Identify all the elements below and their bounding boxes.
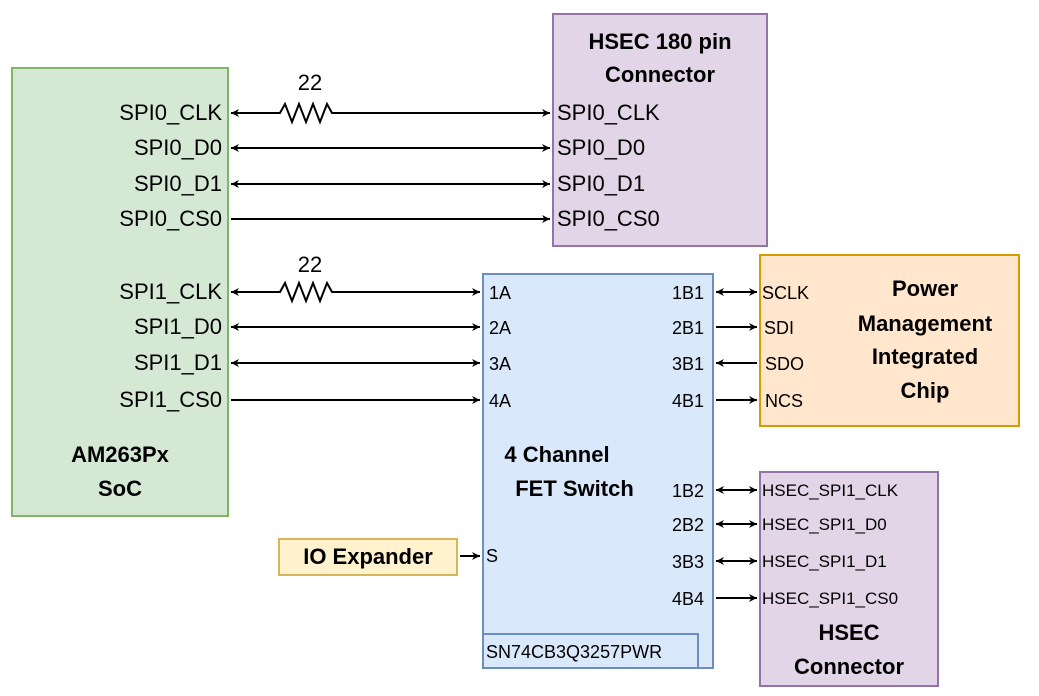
hsec180-pin-spi0-d0: SPI0_D0 bbox=[557, 135, 646, 160]
fet-pin-4b4: 4B4 bbox=[671, 589, 704, 609]
hsec-pin-spi1-clk: HSEC_SPI1_CLK bbox=[762, 481, 899, 500]
soc-title-line1: AM263Px bbox=[71, 442, 169, 467]
hsec180-title-line2: Connector bbox=[605, 62, 715, 87]
fet-pin-2b1: 2B1 bbox=[671, 318, 704, 338]
pmic-pin-ncs: NCS bbox=[765, 391, 804, 411]
fet-title-line1: 4 Channel bbox=[504, 442, 610, 467]
fet-pin-4a: 4A bbox=[489, 391, 512, 411]
fet-pin-3b3: 3B3 bbox=[671, 552, 704, 572]
soc-pin-spi0-d1: SPI0_D1 bbox=[133, 171, 222, 196]
hsec180-title-line1: HSEC 180 pin bbox=[588, 29, 732, 54]
hsec-title-line1: HSEC bbox=[818, 620, 880, 645]
fet-pin-4b1: 4B1 bbox=[671, 391, 704, 411]
fet-part-number-box bbox=[482, 633, 699, 669]
fet-part-number: SN74CB3Q3257PWR bbox=[486, 642, 663, 662]
io-expander-block bbox=[278, 538, 458, 576]
hsec-pin-spi1-cs0: HSEC_SPI1_CS0 bbox=[762, 589, 899, 608]
hsec-pin-spi1-d0: HSEC_SPI1_D0 bbox=[762, 515, 887, 534]
pmic-title-line4: Chip bbox=[900, 378, 950, 403]
fet-pin-1b2: 1B2 bbox=[671, 481, 704, 501]
soc-pin-spi0-clk: SPI0_CLK bbox=[119, 100, 222, 125]
hsec-pin-spi1-d1: HSEC_SPI1_D1 bbox=[762, 552, 887, 571]
pmic-title-line2: Management bbox=[857, 311, 993, 336]
resistor-spi0-value: 22 bbox=[297, 70, 323, 95]
spi1-clk-wire bbox=[231, 280, 480, 304]
io-expander-label: IO Expander bbox=[303, 544, 433, 569]
hsec180-pin-spi0-clk: SPI0_CLK bbox=[557, 100, 660, 125]
fet-pin-2b2: 2B2 bbox=[671, 515, 704, 535]
pmic-title-line3: Integrated bbox=[871, 344, 979, 369]
hsec180-pin-spi0-d1: SPI0_D1 bbox=[557, 171, 646, 196]
hsec-connector-block bbox=[759, 471, 939, 687]
pmic-pin-sdi: SDI bbox=[764, 318, 795, 338]
soc-pin-spi1-cs0: SPI1_CS0 bbox=[119, 387, 222, 412]
fet-pin-s: S bbox=[486, 546, 499, 566]
hsec-title-line2: Connector bbox=[794, 654, 904, 679]
fet-pin-3b1: 3B1 bbox=[671, 354, 704, 374]
soc-pin-spi1-clk: SPI1_CLK bbox=[119, 279, 222, 304]
spi0-clk-wire bbox=[231, 101, 550, 125]
pmic-pin-sdo: SDO bbox=[765, 354, 805, 374]
pmic-block bbox=[759, 254, 1020, 427]
fet-pin-1a: 1A bbox=[489, 283, 512, 303]
resistor-spi1-value: 22 bbox=[297, 252, 323, 277]
soc-pin-spi1-d0: SPI1_D0 bbox=[133, 314, 222, 339]
am263px-soc-block bbox=[11, 67, 229, 517]
soc-pin-spi0-d0: SPI0_D0 bbox=[133, 135, 222, 160]
soc-title-line2: SoC bbox=[98, 476, 142, 501]
pmic-title-line1: Power bbox=[891, 276, 959, 301]
fet-title-line2: FET Switch bbox=[515, 476, 634, 501]
soc-pin-spi1-d1: SPI1_D1 bbox=[133, 350, 222, 375]
fet-pin-1b1: 1B1 bbox=[671, 283, 704, 303]
pmic-pin-sclk: SCLK bbox=[762, 283, 810, 303]
hsec-180-pin-connector-block bbox=[552, 13, 768, 247]
fet-pin-3a: 3A bbox=[489, 354, 512, 374]
soc-pin-spi0-cs0: SPI0_CS0 bbox=[119, 206, 222, 231]
hsec180-pin-spi0-cs0: SPI0_CS0 bbox=[557, 206, 660, 231]
fet-pin-2a: 2A bbox=[489, 318, 512, 338]
